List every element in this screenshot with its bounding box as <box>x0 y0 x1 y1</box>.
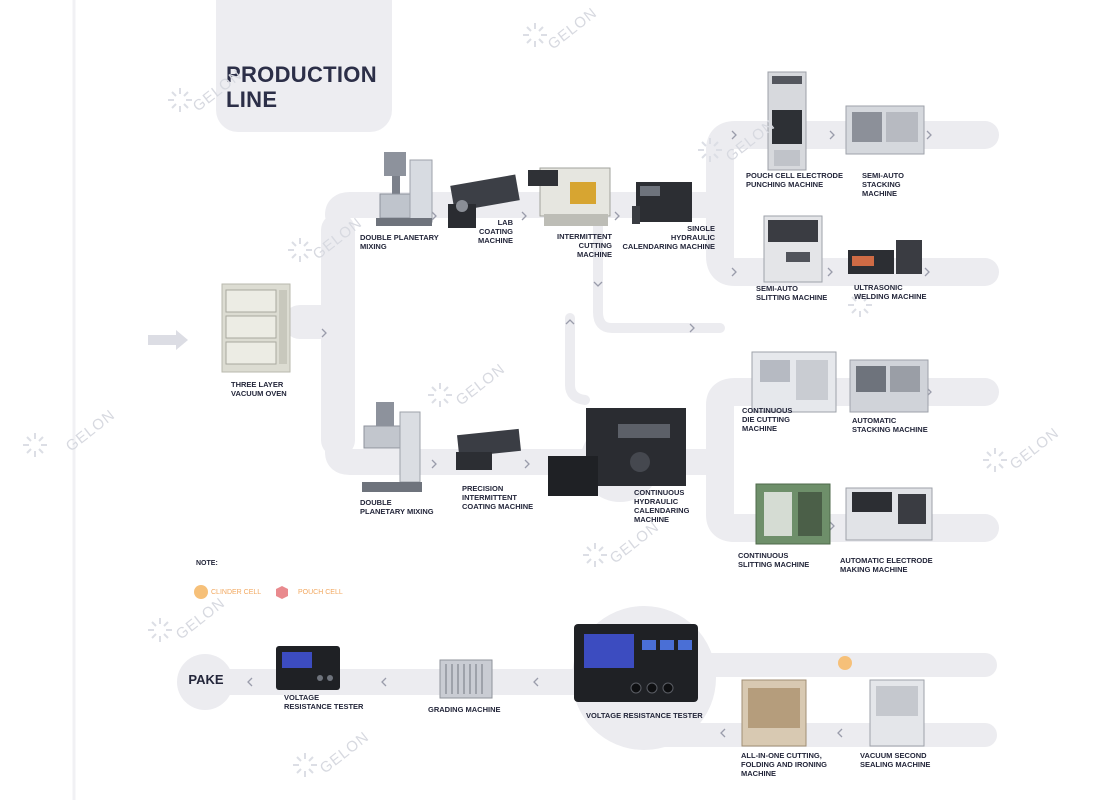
chevron-right-icon <box>431 459 437 469</box>
chevron-left-icon <box>720 728 726 738</box>
continuous-calendaring-machine-image <box>548 408 686 496</box>
pouch-cell-hex <box>276 586 288 599</box>
gelon-logo-icon <box>698 138 722 162</box>
track-lower-branch <box>706 378 999 542</box>
track-upper-line <box>325 192 733 228</box>
label-lab-coating: LAB COATING MACHINE <box>478 218 513 245</box>
label-continuous-calendaring: CONTINUOUS HYDRAULIC CALENDARING MACHINE <box>634 488 690 524</box>
label-ultrasonic-welding: ULTRASONIC WELDING MACHINE <box>854 283 927 301</box>
voltage-tester-large-image <box>574 624 698 702</box>
chevron-down-icon <box>593 281 603 287</box>
chevron-right-icon <box>829 521 835 531</box>
flow-chevrons <box>247 130 932 738</box>
vacuum-oven-image <box>221 283 291 373</box>
double-planetary-mixer-bottom-image <box>362 402 422 492</box>
label-single-hydraulic-calendaring: SINGLE HYDRAULIC CALENDARING MACHINE <box>622 224 716 251</box>
label-semi-auto-slitting: SEMI-AUTO SLITTING MACHINE <box>756 284 828 302</box>
chevron-right-icon <box>524 459 530 469</box>
chevron-right-icon <box>689 323 695 333</box>
chevron-right-icon <box>829 130 835 140</box>
ultrasonic-welding-machine-image <box>848 240 922 274</box>
chevron-left-icon <box>247 677 253 687</box>
track-connector <box>593 210 725 333</box>
label-automatic-electrode: AUTOMATIC ELECTRODE MAKING MACHINE <box>840 556 933 574</box>
chevron-right-icon <box>731 267 737 277</box>
chevron-left-icon <box>381 677 387 687</box>
label-double-planetary-mixing-bottom: DOUBLE PLANETARY MIXING <box>360 498 434 516</box>
label-continuous-slitting: CONTINUOUS SLITTING MACHINE <box>738 551 810 569</box>
chevron-right-icon <box>926 130 932 140</box>
automatic-stacking-machine-image <box>849 359 929 413</box>
track-lower-line <box>325 439 733 475</box>
continuous-slitting-machine-image <box>755 483 831 545</box>
gelon-logo-icon <box>583 543 607 567</box>
gelon-logo-icon <box>148 618 172 642</box>
chevron-right-icon <box>731 130 737 140</box>
page-title: PRODUCTION LINE <box>226 62 377 112</box>
cylinder-cell-marker <box>838 656 852 670</box>
label-semi-auto-stacking: SEMI-AUTO STACKING MACHINE <box>862 171 904 198</box>
vacuum-second-sealing-image <box>869 679 925 747</box>
gelon-logo-icon <box>848 293 872 317</box>
chevron-right-icon <box>924 267 930 277</box>
label-continuous-die-cutting: CONTINUOUS DIE CUTTING MACHINE <box>742 406 793 433</box>
note-label: NOTE: <box>196 560 218 567</box>
title-card <box>216 0 392 132</box>
label-voltage-tester-large: VOLTAGE RESISTANCE TESTER <box>586 711 703 720</box>
single-hydraulic-calendaring-image <box>632 182 692 224</box>
label-intermittent-cutting: INTERMITTENT CUTTING MACHINE <box>557 232 612 259</box>
label-double-planetary-mixing-top: DOUBLE PLANETARY MIXING <box>360 233 439 251</box>
label-all-in-one: ALL-IN-ONE CUTTING, FOLDING AND IRONING … <box>741 751 827 778</box>
automatic-electrode-machine-image <box>845 487 933 541</box>
gelon-logo-icon <box>23 433 47 457</box>
chevron-right-icon <box>614 211 620 221</box>
voltage-tester-small-image <box>276 646 340 690</box>
intermittent-cutting-machine-image <box>528 167 611 226</box>
semi-auto-stacking-machine-image <box>845 105 925 155</box>
cylinder-cell-dot <box>194 585 208 599</box>
gelon-logo-icon <box>983 448 1007 472</box>
track-connector-up <box>565 313 590 405</box>
label-precision-coating: PRECISION INTERMITTENT COATING MACHINE <box>462 484 534 511</box>
label-pouch-punching: POUCH CELL ELECTRODE PUNCHING MACHINE <box>746 171 843 189</box>
chevron-up-icon <box>565 319 575 325</box>
precision-coating-machine-image <box>456 428 521 470</box>
label-vacuum-second-sealing: VACUUM SECOND SEALING MACHINE <box>860 751 931 769</box>
gelon-logo-icon <box>168 88 192 112</box>
chevron-left-icon <box>533 677 539 687</box>
legend-cylinder-cell: CLINDER CELL <box>211 589 262 596</box>
track-main-trunk <box>283 213 355 457</box>
pake-label: PAKE <box>188 672 224 687</box>
gelon-logo-icon <box>428 383 452 407</box>
legend-pouch-cell: POUCH CELL <box>298 589 343 596</box>
chevron-right-icon <box>827 267 833 277</box>
watermark-logos <box>23 23 1007 777</box>
label-grading: GRADING MACHINE <box>428 705 501 714</box>
grading-machine-image <box>439 659 493 699</box>
all-in-one-machine-image <box>741 679 807 747</box>
chevron-right-icon <box>521 211 527 221</box>
lab-coating-machine-image <box>448 174 520 228</box>
chevron-right-icon <box>321 328 327 338</box>
arrow-right-icon <box>148 330 188 350</box>
gelon-logo-icon <box>288 238 312 262</box>
pake-node <box>177 654 233 710</box>
label-automatic-stacking: AUTOMATIC STACKING MACHINE <box>852 416 928 434</box>
double-planetary-mixer-image <box>376 152 433 226</box>
chevron-left-icon <box>837 728 843 738</box>
label-voltage-tester-small: VOLTAGE RESISTANCE TESTER <box>284 693 364 711</box>
gelon-logo-icon <box>293 753 317 777</box>
semi-auto-slitting-machine-image <box>763 215 823 283</box>
label-vacuum-oven: THREE LAYER VACUUM OVEN <box>231 380 287 398</box>
pouch-punching-machine-image <box>767 71 807 171</box>
chevron-right-icon <box>431 211 437 221</box>
continuous-die-cutting-machine-image <box>751 351 837 413</box>
gelon-logo-icon <box>523 23 547 47</box>
